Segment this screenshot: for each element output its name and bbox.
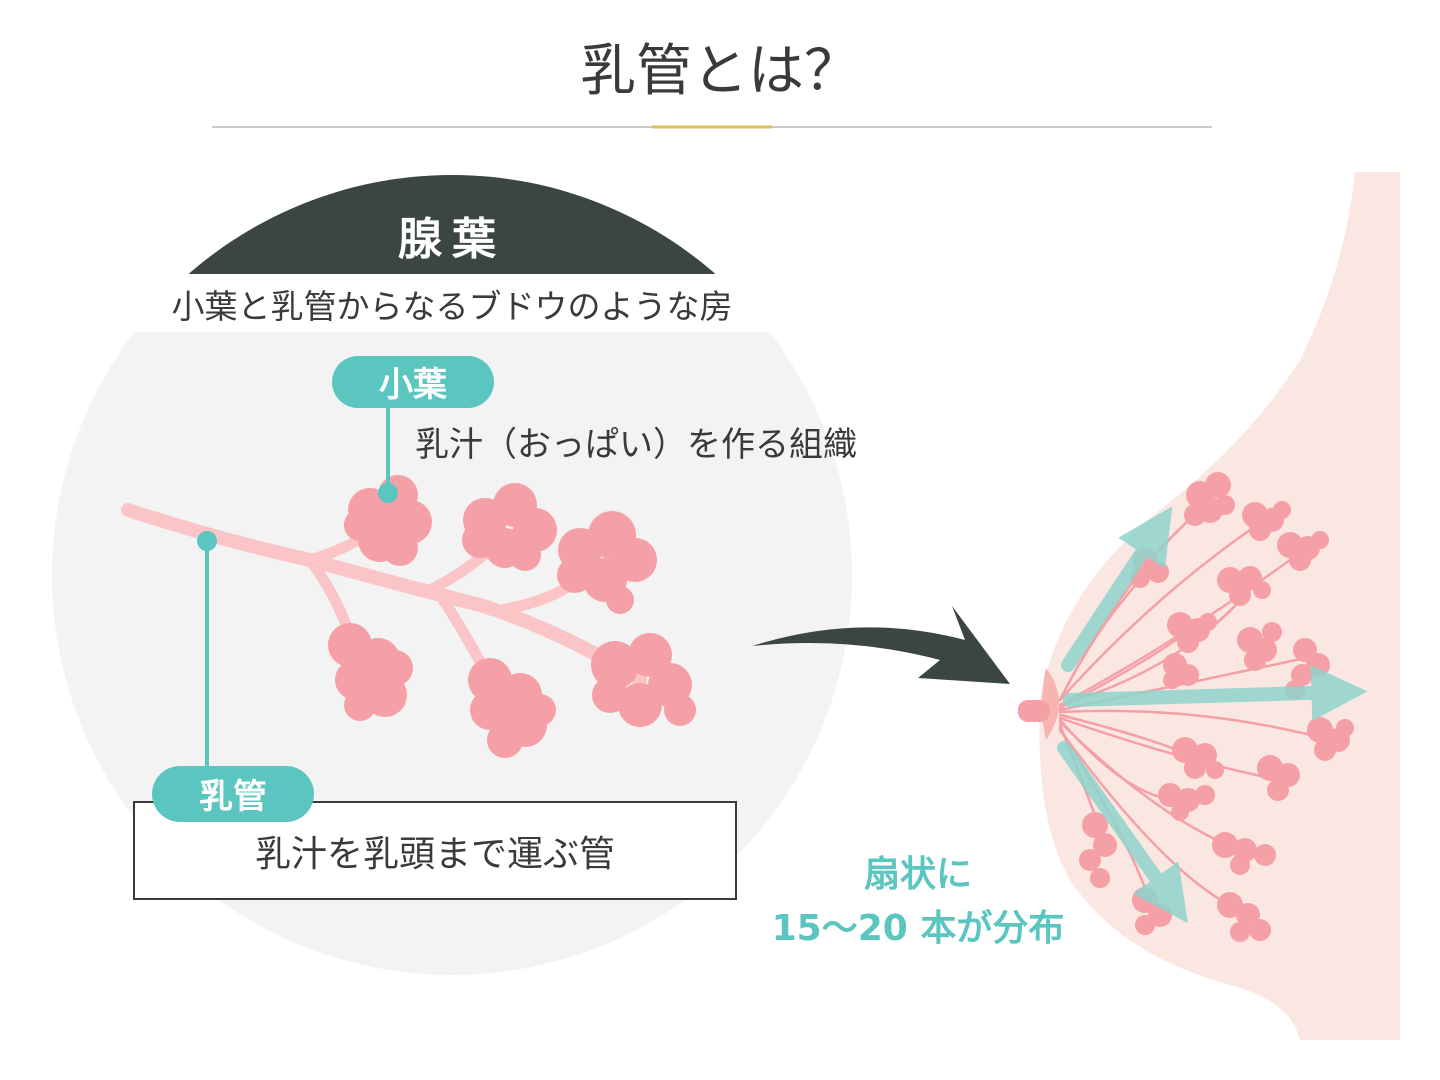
lobule-cluster: [1217, 566, 1271, 606]
lobule-cluster: [1172, 737, 1224, 779]
lobule-cluster: [462, 483, 557, 571]
duct-label-pill: [152, 766, 314, 822]
distribution-line2: 15〜20 本が分布: [772, 908, 1065, 949]
duct-description: 乳汁を乳頭まで運ぶ管: [255, 834, 615, 875]
lobule-cluster: [1079, 812, 1117, 888]
lobule-cluster: [468, 658, 556, 758]
lobule-cluster: [1242, 501, 1291, 541]
lobule-cluster: [1277, 531, 1329, 571]
lobule-cluster: [1237, 622, 1282, 671]
lobule-cluster: [1163, 653, 1199, 689]
nipple-tip: [1018, 700, 1050, 722]
lobule-cluster: [557, 511, 657, 614]
lobule-label-pill: [332, 356, 494, 408]
lobule-fan: [1079, 472, 1354, 942]
fan-arrows: [1057, 506, 1368, 924]
lobule-cluster: [591, 633, 696, 727]
gland-description: 小葉と乳管からなるブドウのような房: [172, 287, 733, 326]
nipple: [1042, 668, 1059, 740]
lobule-cluster: [1184, 472, 1235, 526]
lobule-pointer-dot: [378, 483, 398, 503]
fan-arrow-upper: [1061, 506, 1173, 672]
page-title: 乳管とは？: [580, 39, 860, 104]
lobule-cluster: [1217, 892, 1271, 942]
lobule-cluster: [328, 623, 413, 721]
lobule-cluster: [1158, 783, 1215, 821]
lobule-cluster: [1212, 832, 1276, 875]
fan-arrow-lower: [1057, 741, 1188, 924]
gland-heading: 腺葉: [398, 214, 506, 265]
duct-pointer-dot: [197, 531, 217, 551]
lobule-description: 乳汁（おっぱい）を作る組織: [415, 425, 857, 465]
gland-description-band: [52, 274, 852, 332]
lobule-label: 小葉: [379, 365, 448, 405]
connector-arrow: [752, 606, 1010, 684]
breast-silhouette: [1039, 172, 1400, 1040]
lobule-cluster: [1307, 717, 1354, 761]
duct-label: 乳管: [199, 777, 267, 817]
lobule-cluster: [1257, 755, 1300, 801]
lobule-clusters: [328, 475, 696, 758]
lobule-cluster: [1167, 612, 1217, 653]
distribution-line1: 扇状に: [864, 854, 972, 895]
fan-arrow-middle: [1063, 664, 1368, 721]
